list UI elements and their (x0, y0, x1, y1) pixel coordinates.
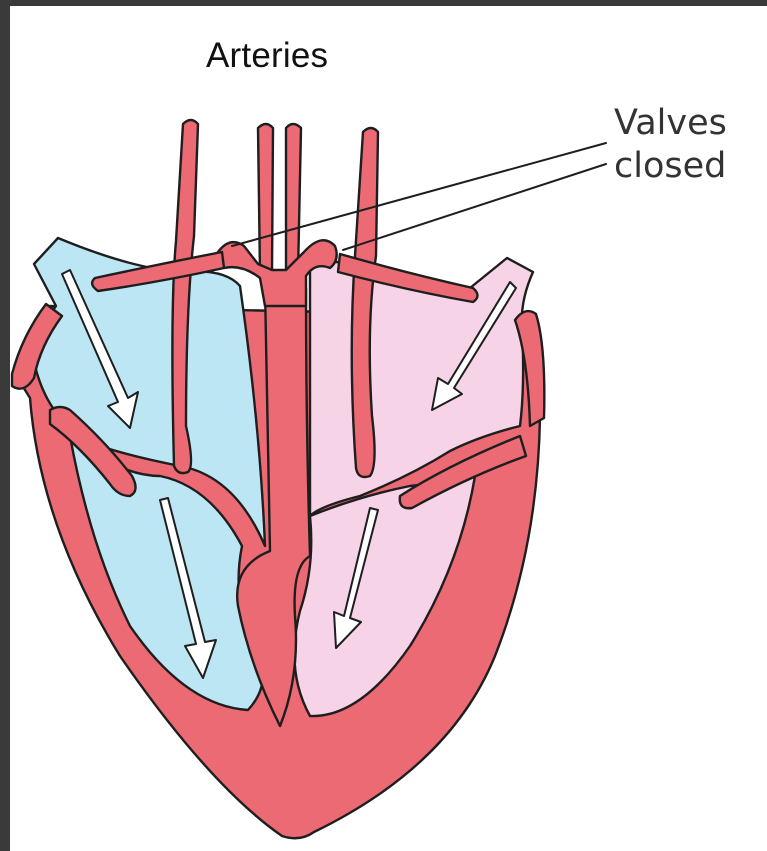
vessel-center-right (286, 124, 301, 274)
valves-label-line-2: closed (614, 145, 727, 188)
valves-closed-label: Valves closed (614, 102, 727, 188)
valves-label-line-1: Valves (614, 102, 727, 145)
arteries-label: Arteries (206, 36, 328, 76)
pointer-line-2 (343, 164, 606, 250)
diagram-frame: Arteries Valves closed (10, 6, 767, 851)
vessel-center-left (258, 124, 273, 274)
